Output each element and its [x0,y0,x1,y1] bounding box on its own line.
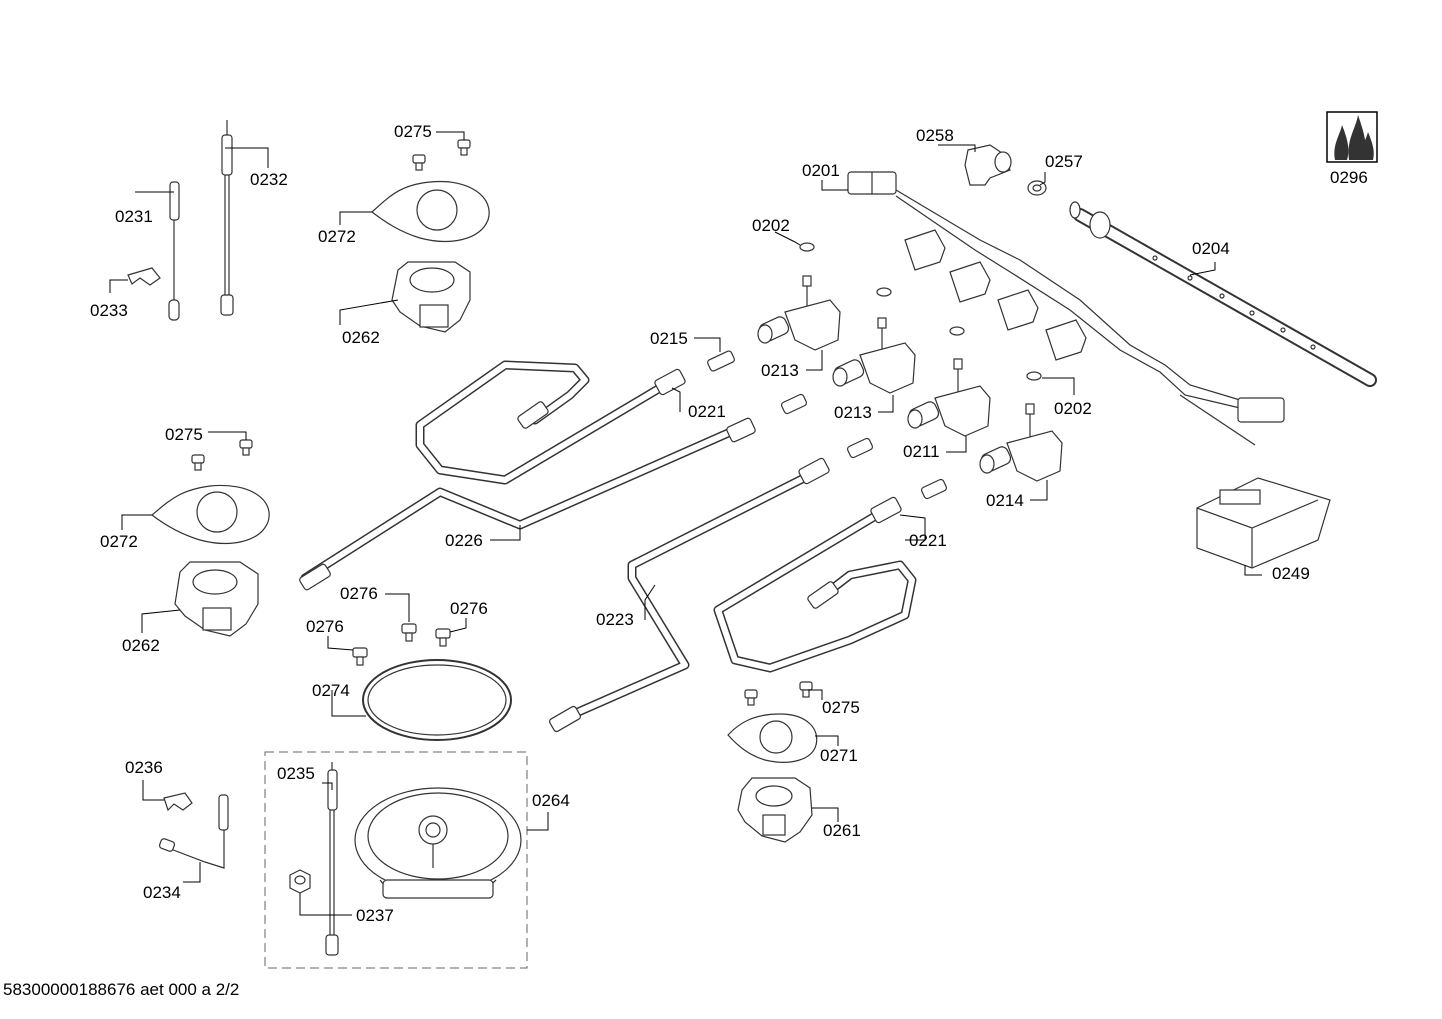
igniter-electrode-part [220,120,234,316]
leader-lines-top-burner [339,131,465,325]
label-0272: 0272 [100,532,138,551]
gas-rail [1069,201,1377,387]
electrode-box [1196,477,1331,569]
leader-lines-nozzle [694,337,721,352]
label-0232: 0232 [250,170,288,189]
screws-top [412,139,471,171]
thermocouple-bottom [158,794,229,869]
label-0213: 0213 [834,403,872,422]
label-0213: 0213 [761,361,799,380]
leader-lines-washers [774,231,1075,395]
gas-valve-4 [979,403,1063,482]
label-0296: 0296 [1330,168,1368,187]
leader-lines-harness [821,180,848,191]
gas-valve-1 [757,275,841,351]
screws-middle [352,623,451,666]
label-0214: 0214 [986,491,1024,510]
label-0201: 0201 [802,161,840,180]
gas-tube-0226 [299,417,756,591]
label-0257: 0257 [1045,152,1083,171]
label-0261: 0261 [823,821,861,840]
leader-lines-bottom-right [808,689,839,822]
label-0262: 0262 [122,636,160,655]
label-0223: 0223 [596,610,634,629]
burner-assembly-frame [264,751,528,969]
label-0235: 0235 [277,764,315,783]
gas-tube-0223 [549,457,830,733]
label-0221: 0221 [909,531,947,550]
label-0276: 0276 [306,617,344,636]
leader-lines-tubes [490,387,926,620]
nut-0237 [289,869,311,894]
burner-body [354,787,522,899]
label-0221: 0221 [688,402,726,421]
label-0215: 0215 [650,329,688,348]
label-0233: 0233 [90,301,128,320]
label-0272: 0272 [318,227,356,246]
gasket-top [371,180,490,243]
elbow-fitting [964,144,1012,186]
document-code: 58300000188676 aet 000 a 2/2 [3,980,240,999]
label-0202: 0202 [1054,399,1092,418]
label-0262: 0262 [342,328,380,347]
leader-lines-top-left [109,147,269,293]
leader-lines-assembly [299,782,549,916]
label-0231: 0231 [115,207,153,226]
burner-base-top [391,261,471,333]
sealing-ring-large [362,659,512,741]
gas-tube-0221-bottom [713,496,917,673]
label-0271: 0271 [820,746,858,765]
label-0275: 0275 [394,122,432,141]
leader-lines-valves [806,350,1048,501]
leader-lines-bottom-left [142,780,201,883]
burner-base-bottom-right [737,777,813,843]
gas-valve-2 [832,317,916,394]
washers [799,242,1042,381]
label-0264: 0264 [532,791,570,810]
screws-left [191,439,253,471]
part-labels: 0201 0202 0202 0204 0211 0213 0213 0214 … [90,122,1368,925]
leader-lines-middle [327,593,467,717]
ignition-harness [847,171,1285,446]
gas-tube-0221-top [415,360,686,485]
label-0202: 0202 [752,216,790,235]
label-0204: 0204 [1192,239,1230,258]
nozzles [707,350,948,500]
label-0236: 0236 [125,758,163,777]
clip-part [127,267,161,286]
gasket-left [151,484,270,545]
label-0276: 0276 [340,584,378,603]
label-0258: 0258 [916,126,954,145]
label-0275: 0275 [165,425,203,444]
gas-valve-3 [907,358,991,437]
label-0226: 0226 [445,531,483,550]
label-0234: 0234 [143,883,181,902]
leader-lines-left-burner [121,431,247,633]
gas-type-flame-symbol [1326,111,1378,163]
label-0275: 0275 [822,698,860,717]
label-0276: 0276 [450,599,488,618]
gasket-bottom-right [727,713,818,763]
leader-lines-box [1244,565,1262,576]
thermocouple-part [168,181,180,321]
burner-base-left [174,561,259,637]
label-0237: 0237 [356,906,394,925]
label-0274: 0274 [312,681,350,700]
label-0249: 0249 [1272,564,1310,583]
clip-bottom [163,792,193,812]
igniter-0235 [325,762,339,956]
label-0211: 0211 [903,442,940,461]
leader-lines-rail [938,144,1216,276]
screws-bottom-right [744,681,813,706]
